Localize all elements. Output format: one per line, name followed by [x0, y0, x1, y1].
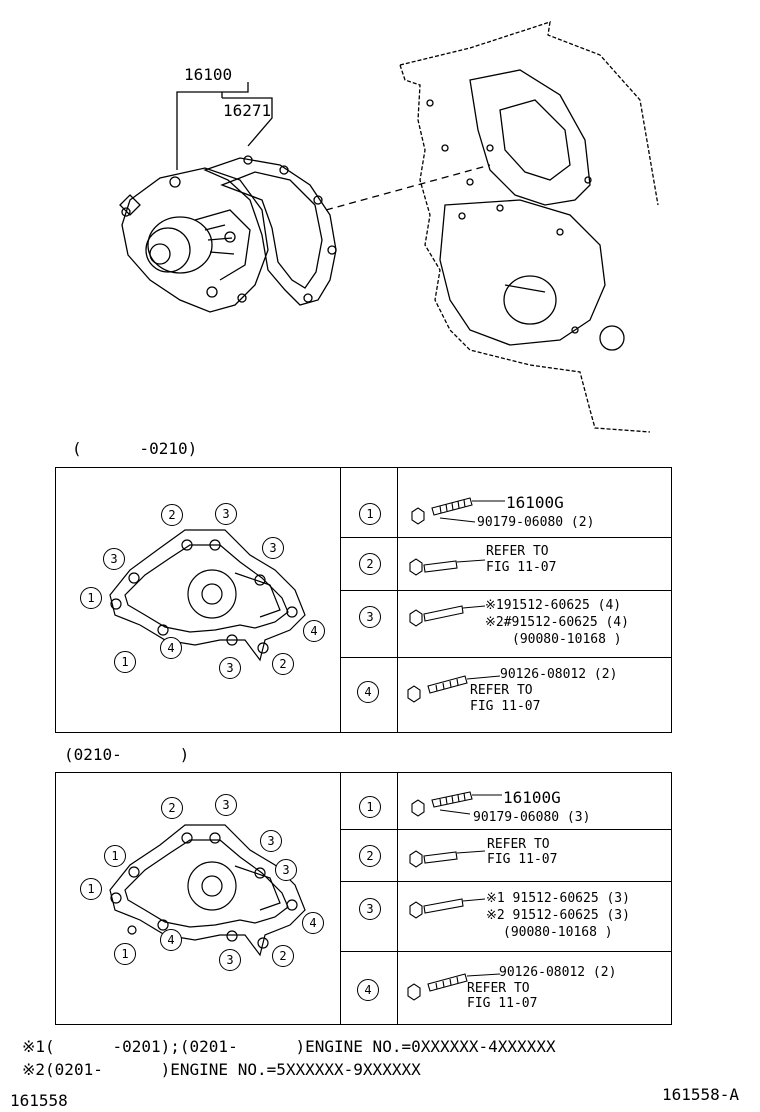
row-text: ※1 91512-60625 (3)	[486, 891, 630, 906]
callout: 3	[215, 503, 237, 525]
callout: 3	[262, 537, 284, 559]
row-number: 2	[359, 845, 381, 867]
callout: 1	[104, 845, 126, 867]
callout: 1	[80, 587, 102, 609]
row-text: 16100G	[503, 788, 561, 807]
section-1-range: ( -0210)	[72, 439, 198, 458]
row-text: FIG 11-07	[486, 560, 557, 575]
callout: 4	[160, 637, 182, 659]
section-2-range: (0210- )	[64, 745, 190, 764]
diagram-code-right: 161558-A	[662, 1085, 740, 1104]
callout: 3	[260, 830, 282, 852]
row-text: FIG 11-07	[470, 699, 541, 714]
row-number: 3	[359, 606, 381, 628]
callout: 1	[114, 943, 136, 965]
row-text: REFER TO	[486, 544, 549, 559]
callout: 4	[303, 620, 325, 642]
row-text: REFER TO	[487, 837, 550, 852]
callout: 3	[215, 794, 237, 816]
section-1-table	[55, 467, 672, 733]
row-number: 1	[359, 503, 381, 525]
row-text: ※2 91512-60625 (3)	[486, 908, 630, 923]
section-1-bolt-icons	[407, 497, 505, 703]
callout: 1	[80, 878, 102, 900]
note-2: ※2(0201- )ENGINE NO.=5XXXXXX-9XXXXXX	[22, 1060, 421, 1079]
row-text: 90179-06080 (2)	[477, 515, 595, 530]
diagram-code-left: 161558	[10, 1091, 68, 1110]
part-number-16271: 16271	[223, 101, 272, 120]
row-number: 3	[359, 898, 381, 920]
row-text: 90126-08012 (2)	[500, 667, 618, 682]
row-number: 4	[357, 979, 379, 1001]
row-text: 90179-06080 (3)	[473, 810, 591, 825]
row-text: (90080-10168 )	[512, 632, 622, 647]
callout: 3	[103, 548, 125, 570]
row-text: 90126-08012 (2)	[499, 965, 617, 980]
row-number: 1	[359, 796, 381, 818]
callout: 2	[161, 797, 183, 819]
callout: 4	[160, 929, 182, 951]
row-number: 2	[359, 553, 381, 575]
row-text: ※2#91512-60625 (4)	[485, 615, 629, 630]
water-pump-illustration	[119, 21, 659, 433]
callout: 1	[114, 651, 136, 673]
row-text: 16100G	[506, 493, 564, 512]
callout: 4	[302, 912, 324, 934]
callout: 3	[275, 859, 297, 881]
row-text: (90080-10168 )	[503, 925, 613, 940]
callout: 3	[219, 657, 241, 679]
callout: 3	[219, 949, 241, 971]
callout: 2	[272, 653, 294, 675]
note-1: ※1( -0201);(0201- )ENGINE NO.=0XXXXXX-4X…	[22, 1037, 556, 1056]
row-text: FIG 11-07	[487, 852, 558, 867]
row-text: FIG 11-07	[467, 996, 538, 1011]
row-text: REFER TO	[470, 683, 533, 698]
callout: 2	[161, 504, 183, 526]
part-number-16100: 16100	[184, 65, 233, 84]
section-2-table	[55, 772, 672, 1025]
callout: 2	[272, 945, 294, 967]
row-text: REFER TO	[467, 981, 530, 996]
row-text: ※191512-60625 (4)	[485, 598, 622, 613]
row-number: 4	[357, 681, 379, 703]
